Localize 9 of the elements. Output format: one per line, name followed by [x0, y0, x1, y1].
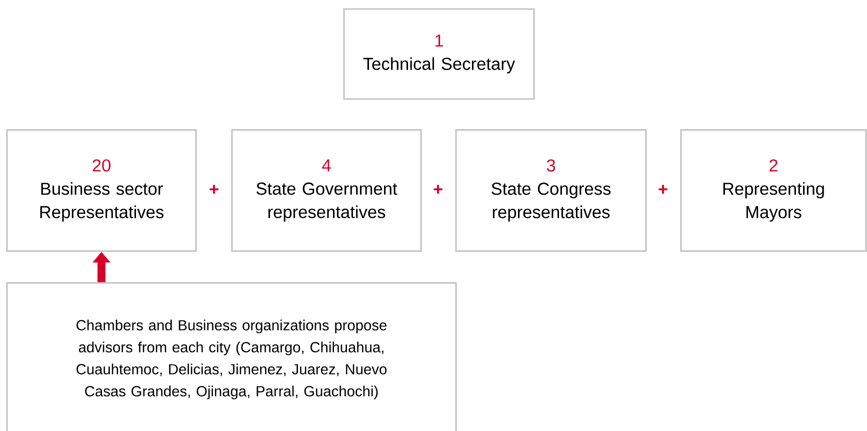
- text-box: 20 Business sector Representatives: [6, 129, 197, 252]
- text-box: 4 State Government representatives: [231, 129, 422, 252]
- text-box: Chambers and Business organizations propose advisors from each city (Camargo, Chihuahua, Cuauhtemoc, Delicias, Jimenez, Juarez, Nuevo Casas Grandes, Ojinaga, Parral, Guachochi): [6, 282, 457, 431]
- text-box: 2 Representing Mayors: [680, 129, 867, 252]
- text-box: 1 Technical Secretary: [343, 8, 535, 100]
- plus-sign: +: [658, 184, 668, 194]
- plus-sign: +: [210, 184, 218, 194]
- text-box: 3 State Congress representatives: [455, 129, 647, 252]
- plus-sign: +: [434, 184, 442, 194]
